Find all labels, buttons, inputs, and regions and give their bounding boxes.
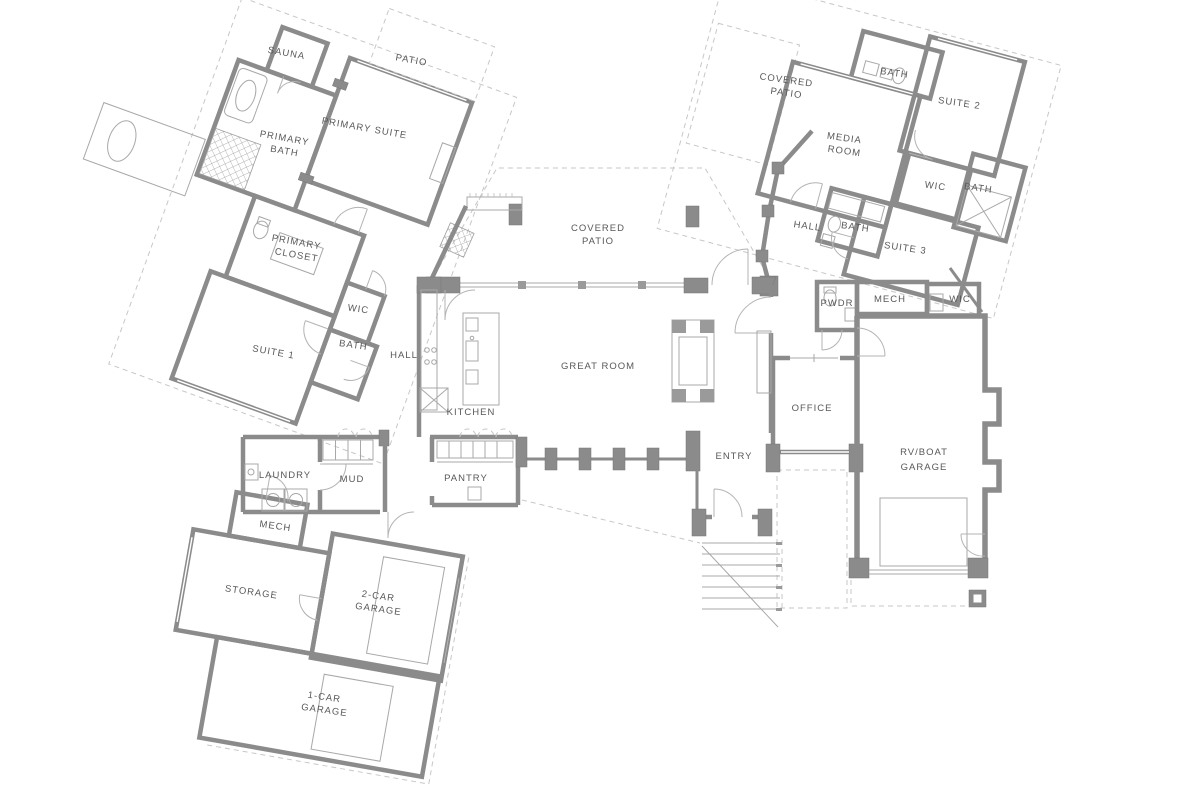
room-label-suite1: SUITE 1 bbox=[251, 343, 295, 361]
room-label-wic-right-lower: WIC bbox=[949, 294, 970, 305]
kitchen-counter bbox=[420, 289, 438, 411]
shower-suite2 bbox=[955, 184, 1013, 239]
room-1car-garage-walls bbox=[196, 634, 443, 780]
garage-slab-1car bbox=[310, 673, 394, 762]
room-label-media-room-2: ROOM bbox=[827, 144, 862, 160]
room-label-2car-1: 2-CAR bbox=[361, 589, 396, 605]
bathtub bbox=[224, 67, 268, 124]
room-patio-outline bbox=[368, 7, 496, 102]
center-block bbox=[240, 193, 1002, 628]
outdoor-kitchen-counter bbox=[466, 196, 523, 211]
garage-door bbox=[869, 569, 968, 575]
patio-door-arc bbox=[711, 248, 749, 286]
kitchen-island bbox=[462, 312, 500, 406]
room-label-storage: STORAGE bbox=[224, 583, 278, 601]
coffee-table bbox=[678, 336, 708, 386]
room-label-patio-left: PATIO bbox=[395, 52, 429, 68]
room-label-pwdr: PWDR bbox=[820, 298, 853, 309]
entry-steps bbox=[701, 542, 780, 628]
left-wing bbox=[82, 7, 496, 427]
room-label-hall-right: HALL bbox=[793, 219, 822, 234]
room-label-pantry: PANTRY bbox=[444, 473, 488, 484]
room-label-1car-2: GARAGE bbox=[300, 702, 348, 719]
room-primary-suite-walls bbox=[302, 55, 475, 228]
patio-post bbox=[508, 203, 523, 226]
room-labels: SAUNA PATIO PRIMARY BATH PRIMARY SUITE P… bbox=[224, 45, 993, 719]
room-label-covered-patio-right-2: PATIO bbox=[770, 86, 803, 101]
room-rv-garage-walls bbox=[854, 313, 1002, 560]
room-label-1car-1: 1-CAR bbox=[307, 690, 342, 706]
sofa bbox=[671, 319, 715, 403]
room-label-wic-left: WIC bbox=[347, 303, 370, 317]
right-wing-zigzag-wall bbox=[755, 129, 814, 297]
room-label-bath-suite1: BATH bbox=[338, 338, 368, 353]
room-label-hall-left: HALL bbox=[390, 350, 418, 361]
room-label-primary-bath-2: BATH bbox=[269, 144, 299, 160]
room-label-rv-garage-2: GARAGE bbox=[901, 462, 948, 473]
garage-slab-2car bbox=[365, 556, 446, 665]
room-label-bath-suite3: BATH bbox=[840, 220, 870, 235]
room-label-covered-patio-center-1: COVERED bbox=[571, 223, 625, 234]
wall-post bbox=[683, 277, 709, 294]
room-label-entry: ENTRY bbox=[715, 451, 752, 462]
toilet bbox=[253, 220, 269, 240]
side-deck bbox=[82, 101, 206, 197]
room-label-great-room: GREAT ROOM bbox=[561, 361, 635, 372]
room-label-bath-suite2: BATH bbox=[963, 181, 993, 196]
room-label-mech-garage: MECH bbox=[259, 519, 292, 534]
column bbox=[612, 447, 626, 471]
closet-island bbox=[269, 231, 324, 276]
right-wing bbox=[754, 28, 1029, 308]
room-label-rv-garage-1: RV/BOAT bbox=[900, 447, 948, 458]
room-label-mech-center: MECH bbox=[874, 294, 906, 305]
media-console bbox=[756, 330, 772, 394]
room-label-covered-patio-center-2: PATIO bbox=[582, 236, 614, 247]
room-label-suite3: SUITE 3 bbox=[883, 240, 927, 257]
room-bath-suite2-walls bbox=[950, 150, 1029, 244]
bathtub-suite3 bbox=[827, 191, 886, 223]
patio-post bbox=[685, 205, 700, 228]
room-label-media-room-1: MEDIA bbox=[826, 131, 862, 147]
shower-tile bbox=[198, 127, 262, 191]
room-suite3-walls bbox=[840, 194, 982, 308]
room-bath-suite3-walls bbox=[814, 185, 895, 260]
dashed-outlines bbox=[108, 0, 1062, 785]
room-label-suite2: SUITE 2 bbox=[937, 95, 981, 112]
grill bbox=[439, 222, 475, 258]
room-label-kitchen: KITCHEN bbox=[447, 407, 496, 418]
room-label-2car-2: GARAGE bbox=[354, 601, 402, 618]
column bbox=[646, 447, 660, 471]
garage-wing bbox=[173, 475, 466, 780]
room-label-office: OFFICE bbox=[792, 403, 833, 414]
column bbox=[544, 447, 558, 471]
room-label-bath-media: BATH bbox=[879, 66, 909, 81]
laundry-sink bbox=[244, 463, 259, 481]
room-label-primary-suite: PRIMARY SUITE bbox=[321, 116, 408, 142]
column bbox=[578, 447, 592, 471]
lounge-chair bbox=[107, 120, 137, 162]
window-seat bbox=[428, 142, 457, 184]
rv-slab bbox=[879, 497, 968, 567]
room-label-laundry: LAUNDRY bbox=[259, 470, 311, 481]
washer bbox=[261, 488, 285, 512]
room-label-wic-suite2: WIC bbox=[924, 180, 947, 194]
room-label-mud: MUD bbox=[340, 474, 365, 485]
entry-post bbox=[685, 430, 701, 472]
kitchen-sink bbox=[465, 340, 479, 362]
dryer bbox=[284, 488, 308, 512]
pantry-cabinets bbox=[436, 440, 514, 459]
